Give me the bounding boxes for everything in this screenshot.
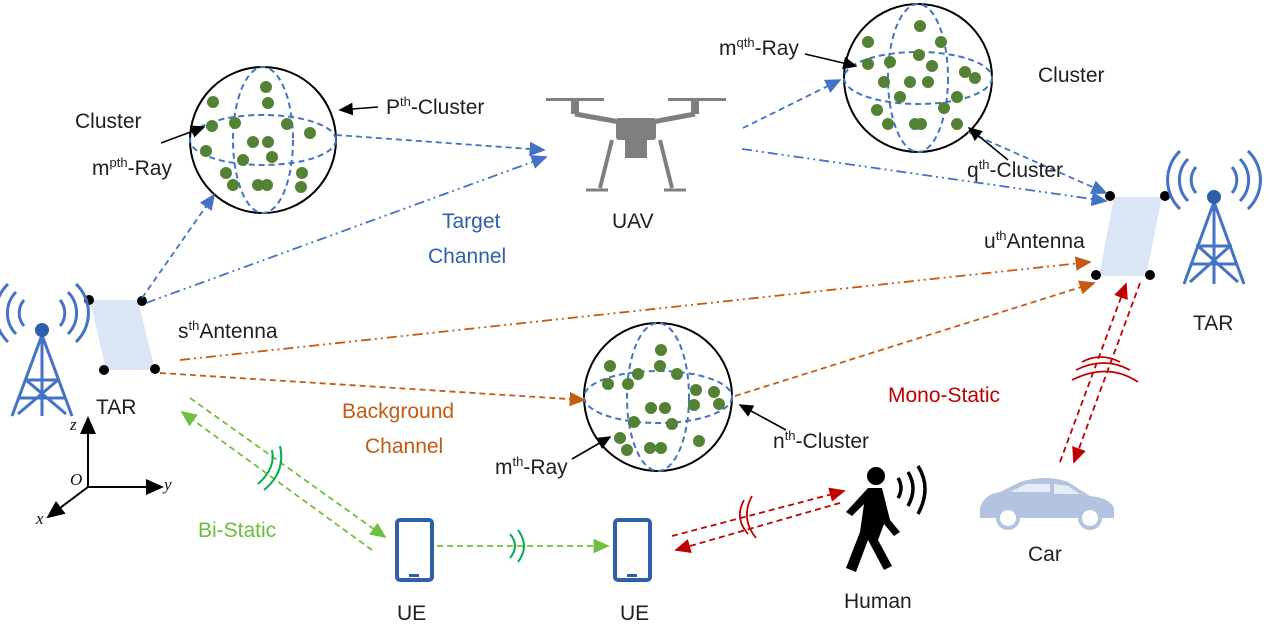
axis-z-label: z: [69, 415, 77, 434]
s-antenna-label: sthAntenna: [178, 318, 278, 343]
tar-tower-right: [1166, 149, 1262, 285]
mq-ray-label: mqth-Ray: [719, 35, 799, 60]
target-channel-label-1: Target: [442, 210, 501, 233]
cluster-right-label: Cluster: [1038, 64, 1105, 87]
human-icon: [846, 465, 927, 572]
ue-right-label: UE: [620, 602, 649, 625]
tar-right-label: TAR: [1193, 312, 1233, 335]
left-antenna-panel: [84, 295, 160, 375]
cluster-q: [843, 3, 993, 153]
cluster-n: [583, 322, 733, 472]
ue-device-right: [613, 518, 652, 582]
ue-device-left: [395, 518, 434, 582]
uav-icon: [546, 98, 726, 192]
bi-static-label: Bi-Static: [198, 519, 276, 542]
car-icon: [980, 478, 1114, 530]
target-channel-links: [141, 79, 1108, 304]
mono-static-label: Mono-Static: [888, 384, 1000, 407]
bi-static-links: [180, 397, 610, 554]
axis-y-label: y: [162, 475, 172, 494]
cluster-p: [189, 66, 337, 214]
m-ray-label: mth-Ray: [495, 454, 568, 479]
human-label: Human: [844, 590, 912, 613]
mono-static-waves: [738, 356, 1139, 539]
tar-left-label: TAR: [96, 396, 136, 419]
pointer-arrows: [160, 53, 1009, 460]
background-channel-label-2: Channel: [365, 435, 443, 458]
mp-ray-label: mpth-Ray: [92, 155, 172, 180]
axis-x-label: x: [35, 509, 44, 528]
p-cluster-label: Pth-Cluster: [386, 94, 484, 119]
axis-origin-label: O: [70, 470, 82, 489]
coordinate-axes: [46, 416, 164, 519]
u-antenna-label: uthAntenna: [984, 228, 1085, 253]
target-channel-label-2: Channel: [428, 245, 506, 268]
bi-static-waves: [257, 445, 525, 563]
uav-label: UAV: [612, 210, 654, 233]
tar-tower-left: [0, 282, 90, 417]
n-cluster-label: nth-Cluster: [773, 428, 869, 453]
car-label: Car: [1028, 543, 1062, 566]
background-channel-links: [159, 256, 1096, 407]
cluster-left-label: Cluster: [75, 110, 142, 133]
q-cluster-label: qth-Cluster: [967, 157, 1063, 182]
right-antenna-panel: [1091, 191, 1170, 280]
ue-left-label: UE: [397, 602, 426, 625]
background-channel-label-1: Background: [342, 400, 454, 423]
